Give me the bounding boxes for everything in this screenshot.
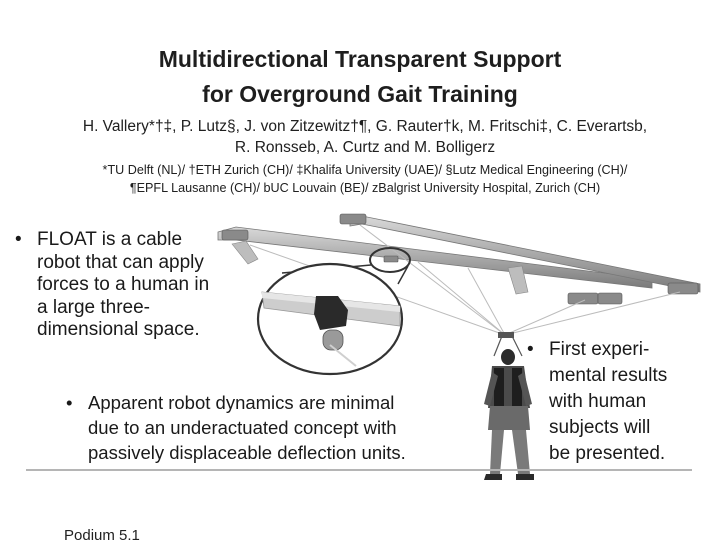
- zoom-callout: [256, 247, 411, 376]
- bullet-float: • FLOAT is a cable robot that can apply …: [15, 229, 210, 342]
- bullet-results-line: be presented.: [549, 443, 666, 464]
- bullet-dynamics-line: passively displaceable deflection units.: [88, 442, 406, 463]
- bullet-float-line: dimensional space.: [37, 319, 200, 340]
- bullet-results-line: First experi-: [549, 339, 650, 360]
- bullet-dynamics-line: due to an underactuated concept with: [88, 417, 397, 438]
- affiliations-line-1: *TU Delft (NL)/ †ETH Zurich (CH)/ ‡Khali…: [102, 163, 628, 177]
- bullet-float-line: FLOAT is a cable: [37, 229, 183, 250]
- bullet-dynamics: • Apparent robot dynamics are minimal du…: [66, 390, 406, 465]
- title-line-1: Multidirectional Transparent Support: [158, 46, 562, 72]
- bullet-marker: •: [66, 392, 73, 413]
- ceiling-rails: [217, 215, 701, 295]
- bullet-marker: •: [15, 229, 22, 250]
- authors-line-1: H. Vallery*†‡, P. Lutz§, J. von Zitzewit…: [82, 118, 648, 135]
- authors-line-2: R. Ronsseb, A. Curtz and M. Bolligerz: [234, 139, 496, 156]
- human-figure: [484, 332, 534, 480]
- affiliations-line-2: ¶EPFL Lausanne (CH)/ bUC Louvain (BE)/ z…: [129, 181, 601, 195]
- bullet-marker: •: [527, 339, 534, 360]
- bullet-float-line: robot that can apply: [37, 251, 204, 273]
- deflection-units: [221, 213, 699, 305]
- bullet-results-line: subjects will: [549, 417, 651, 438]
- podium-label: Podium 5.1: [64, 527, 140, 544]
- bullet-results: • First experi- mental results with huma…: [527, 337, 668, 467]
- bullet-float-line: forces to a human in: [37, 274, 210, 295]
- title-line-2: for Overground Gait Training: [202, 81, 518, 107]
- bullet-results-line: mental results: [549, 365, 668, 386]
- bullet-float-line: a large three-: [37, 296, 151, 318]
- bullet-dynamics-line: Apparent robot dynamics are minimal: [88, 392, 395, 413]
- bullet-results-line: with human: [549, 391, 647, 412]
